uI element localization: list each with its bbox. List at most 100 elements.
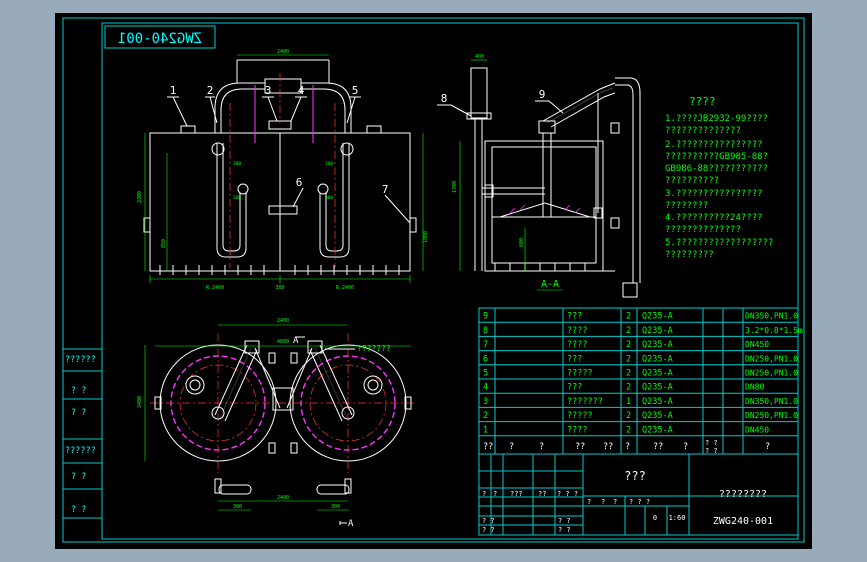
bom-cell-qty: 2 — [626, 425, 631, 435]
bom-cell-name: ????? — [567, 369, 593, 379]
technical-notes: ???? 1.????JB2932-99???? ?????????????? … — [665, 95, 773, 260]
drawing-code-mirrored: ZWG240-001 — [118, 31, 202, 47]
dim-plan-bottom: 2400 — [277, 495, 289, 501]
bom-cell-qty: 2 — [626, 369, 631, 379]
bom-cell-spec: 3.2*0.8*1.5m — [745, 326, 803, 335]
bom-cell-no: 9 — [483, 312, 488, 322]
bom-cell-qty: 2 — [626, 383, 631, 393]
dim-front-bottom-right: R 2400 — [336, 285, 354, 291]
bom-cell-mat: Q235-A — [642, 383, 673, 393]
left-col-5: ? ? — [71, 505, 86, 515]
balloon-7: 7 — [382, 183, 389, 196]
balloon-9: 9 — [539, 88, 546, 101]
tb-c4: ? ? ? — [557, 490, 578, 498]
bom-h0: ?? — [483, 442, 493, 452]
title-code: ZWG240-001 — [713, 516, 773, 527]
side-view-a-a: 1700 600 400 8 9 A-A — [437, 54, 641, 298]
dim-front-top: 2400 — [277, 49, 289, 55]
tb-c1: ? — [493, 490, 497, 498]
notes-title: ???? — [689, 95, 716, 108]
plan-note: ??????? — [357, 344, 391, 353]
left-margin-column: ?????? ? ? ? ? ?????? ? ? ? ? — [63, 348, 102, 519]
left-col-0: ?????? — [65, 355, 96, 365]
bom-cell-mat: Q235-A — [642, 354, 673, 364]
bom-cell-no: 6 — [483, 354, 488, 364]
note-0: 1.????JB2932-99???? — [665, 114, 768, 124]
note-11: ????????? — [665, 250, 714, 260]
bom-cell-no: 2 — [483, 411, 488, 421]
bom-cell-mat: Q235-A — [642, 369, 673, 379]
bom-cell-spec: DN450 — [745, 340, 769, 349]
note-7: ???????? — [665, 201, 708, 211]
bom-cell-spec: DN250,PN1.0 — [745, 411, 798, 420]
balloon-5: 5 — [352, 84, 359, 97]
bom-header: ?? ? ? ?? ?? ? ?? ? ? ? ? ? ? — [483, 439, 770, 455]
balloon-4: 4 — [298, 84, 305, 97]
bom-cell-mat: Q235-A — [642, 326, 673, 336]
bom-cell-mat: Q235-A — [642, 340, 673, 350]
bom-cell-spec: DN250,PN1.0 — [745, 354, 798, 363]
bom-cell-qty: 1 — [626, 397, 631, 407]
dim-front-height: 2300 — [137, 191, 143, 203]
dim-plan-bot-l: 300 — [233, 504, 242, 510]
drawing-sheet: ?????? ? ? ? ? ?????? ? ? ? ? ZWG240-001 — [55, 13, 812, 549]
note-3: ??????????GB985-88? — [665, 152, 768, 162]
dim-side-top: 400 — [475, 54, 484, 60]
bom-cell-name: ???? — [567, 326, 587, 336]
bom-h6: ?? — [653, 442, 663, 452]
balloon-2: 2 — [207, 84, 214, 97]
bom-cell-no: 4 — [483, 383, 488, 393]
bom-h8: ? ? — [705, 439, 718, 447]
left-col-4: ? ? — [71, 472, 86, 482]
title-scale: 1:60 — [669, 514, 686, 522]
note-1: ?????????????? — [665, 126, 741, 136]
bom-cell-mat: Q235-A — [642, 397, 673, 407]
dim-plan-left: 2400 — [137, 396, 143, 408]
bom-cell-spec: DN350,PN1.0 — [745, 397, 798, 406]
bom-h10: ? — [765, 442, 770, 452]
dim-side-left: 1700 — [452, 181, 458, 193]
tb-c11: ? ? — [558, 517, 571, 525]
bom-cell-qty: 2 — [626, 312, 631, 322]
bom-cell-name: ????? — [567, 411, 593, 421]
bom-cell-qty: 2 — [626, 326, 631, 336]
bom-h9: ? ? — [705, 447, 718, 455]
bom-cell-no: 5 — [483, 369, 488, 379]
cut-label-bottom: A — [348, 519, 354, 529]
note-4: GB986-88??????????? — [665, 164, 768, 174]
bom-cell-name: ???? — [567, 340, 587, 350]
left-col-3: ?????? — [65, 446, 96, 456]
dim-side-low: 600 — [519, 238, 525, 247]
dim-plan-top1: 4800 — [277, 339, 289, 345]
plan-view: 4800 2400 2400 2400 300 300 A A ??????? — [137, 318, 415, 529]
note-10: 5.?????????????????? — [665, 238, 773, 248]
balloon-1: 1 — [170, 84, 177, 97]
tb-c10: ? ? — [482, 526, 495, 534]
cad-drawing: ?????? ? ? ? ? ?????? ? ? ? ? ZWG240-001 — [62, 17, 805, 543]
dim-plan-top2: 2400 — [277, 318, 289, 324]
left-col-1: ? ? — [71, 386, 86, 396]
bom-cell-name: ??? — [567, 312, 582, 322]
bom-h4: ?? — [603, 442, 613, 452]
bom-cell-spec: DN80 — [745, 383, 764, 392]
dim-front-bottom-mid: 300 — [275, 285, 284, 291]
left-col-2: ? ? — [71, 408, 86, 418]
note-6: 3.???????????????? — [665, 189, 763, 199]
bom-cell-name: ??????? — [567, 397, 603, 407]
inner-border — [101, 22, 799, 540]
bom-h1: ? — [509, 442, 514, 452]
note-5: ?????????? — [665, 176, 719, 186]
balloon-6: 6 — [296, 176, 303, 189]
title-unit: ???????? — [719, 489, 767, 500]
inner-label-1: 300 — [325, 161, 333, 167]
tb-c0: ? — [482, 490, 486, 498]
title-name: ??? — [624, 469, 646, 483]
bom-cell-no: 1 — [483, 425, 488, 435]
tb-c9: ? ? — [482, 517, 495, 525]
bom-cell-spec: DN250,PN1.0 — [745, 369, 798, 378]
bom-cell-spec: DN450 — [745, 425, 769, 434]
bom-cell-no: 8 — [483, 326, 488, 336]
cut-label-top: A — [293, 336, 299, 346]
title-block: ??? ???????? ZWG240-001 1:60 0 ? ? ??? ?… — [478, 453, 799, 536]
